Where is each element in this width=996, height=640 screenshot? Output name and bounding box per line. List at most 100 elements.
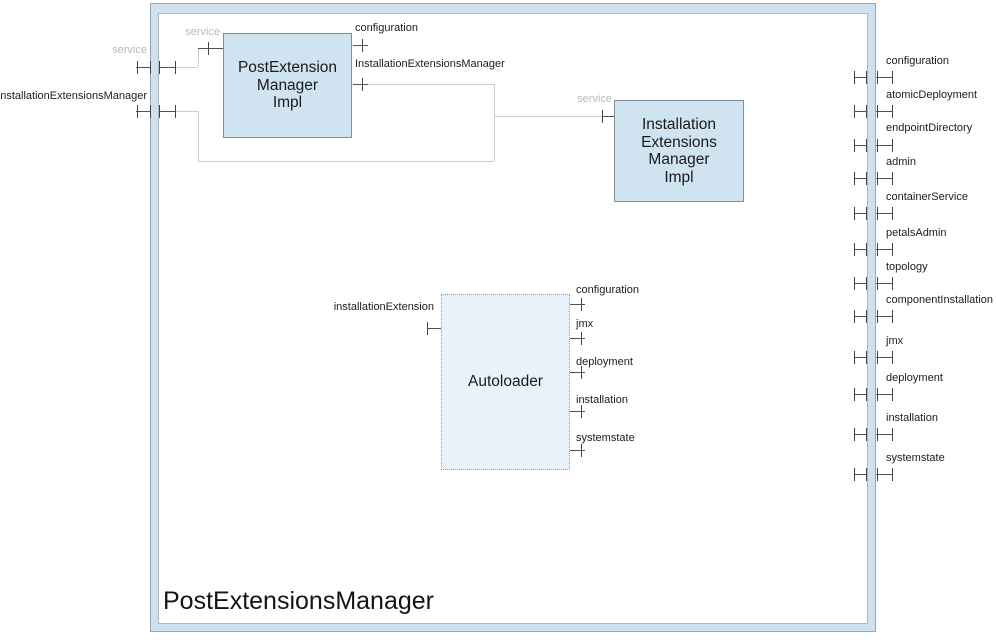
- port-line: [876, 144, 893, 146]
- port-tick: [865, 351, 867, 364]
- port-line: [876, 213, 893, 214]
- port-tick: [865, 105, 867, 118]
- port-tick: [892, 277, 893, 290]
- port-tick: [854, 138, 855, 152]
- wire-segment: [198, 111, 199, 161]
- port-tick: [136, 105, 138, 118]
- port-line: [876, 283, 893, 284]
- port-label-containerService: containerService: [886, 191, 968, 203]
- port-tick: [876, 310, 878, 323]
- port-tick: [865, 138, 867, 152]
- wire-segment: [175, 111, 198, 112]
- port-tick: [362, 77, 363, 91]
- wire-segment: [367, 83, 494, 85]
- port-tick: [892, 172, 893, 185]
- port-label-admin: admin: [886, 156, 916, 168]
- port-tick: [892, 105, 893, 118]
- port-label-deployment: deployment: [576, 356, 633, 368]
- port-line: [353, 44, 368, 46]
- port-label-jmx: jmx: [886, 335, 904, 347]
- component-label-line: Manager: [256, 76, 319, 94]
- port-line: [570, 338, 585, 339]
- component-label-line: Installation: [641, 116, 717, 133]
- port-line: [853, 434, 866, 435]
- port-tick: [854, 71, 855, 84]
- port-line: [158, 66, 176, 68]
- port-tick: [854, 207, 855, 220]
- port-tick: [892, 71, 893, 84]
- port-tick: [876, 71, 878, 84]
- port-tick: [892, 468, 893, 481]
- port-tick: [876, 172, 878, 185]
- port-tick: [876, 468, 878, 481]
- component-label-line: Autoloader: [468, 373, 543, 391]
- port-line: [136, 111, 151, 112]
- port-tick: [601, 110, 603, 123]
- port-label-componentInstallation: componentInstallation: [886, 294, 994, 306]
- port-tick: [865, 468, 867, 481]
- port-label-systemstate: systemstate: [886, 452, 945, 464]
- wire-segment: [198, 161, 494, 162]
- port-label-installation: installation: [886, 412, 938, 424]
- port-tick: [159, 105, 160, 118]
- port-line: [426, 327, 441, 329]
- wire-segment: [493, 83, 495, 161]
- port-tick: [175, 105, 176, 118]
- port-label-service: service: [185, 26, 220, 38]
- port-tick: [865, 172, 867, 185]
- port-tick: [854, 351, 855, 364]
- port-label-installation: installation: [576, 394, 628, 406]
- port-line: [853, 316, 866, 317]
- port-line: [853, 283, 866, 284]
- component-label-line: Impl: [272, 94, 303, 112]
- port-tick: [854, 310, 855, 323]
- port-tick: [159, 60, 160, 74]
- port-line: [876, 77, 893, 78]
- port-line: [853, 394, 866, 395]
- port-tick: [362, 38, 363, 52]
- port-line: [876, 357, 893, 358]
- port-line: [158, 111, 176, 112]
- port-tick: [854, 277, 855, 290]
- port-tick: [580, 366, 582, 379]
- port-line: [853, 357, 866, 358]
- port-line: [570, 450, 585, 451]
- component-label-line: Impl: [664, 168, 694, 186]
- wire-segment: [493, 116, 602, 117]
- port-label-InstallationExtensionsManager: InstallationExtensionsManager: [355, 58, 505, 70]
- port-line: [570, 304, 585, 305]
- component-label-line: Manager: [648, 151, 710, 168]
- port-label-systemstate: systemstate: [576, 432, 635, 444]
- port-line: [136, 66, 151, 68]
- port-tick: [876, 388, 878, 401]
- port-tick: [207, 41, 209, 55]
- port-tick: [854, 172, 855, 185]
- port-tick: [854, 105, 855, 118]
- port-tick: [892, 138, 893, 152]
- port-line: [853, 178, 866, 179]
- port-tick: [876, 351, 878, 364]
- port-tick: [580, 405, 582, 418]
- port-line: [570, 411, 585, 412]
- port-tick: [892, 310, 893, 323]
- port-tick: [892, 351, 893, 364]
- port-tick: [427, 321, 428, 335]
- port-tick: [876, 243, 878, 256]
- port-tick: [892, 428, 893, 441]
- port-label-installationExtensionsManager: installationExtensionsManager: [0, 90, 147, 102]
- port-tick: [876, 428, 878, 441]
- port-tick: [865, 277, 867, 290]
- port-line: [876, 434, 893, 435]
- port-line: [853, 77, 866, 78]
- port-line: [853, 213, 866, 214]
- port-tick: [865, 243, 867, 256]
- port-label-configuration: configuration: [576, 284, 639, 296]
- port-tick: [892, 243, 893, 256]
- port-tick: [854, 388, 855, 401]
- port-tick: [876, 277, 878, 290]
- port-label-topology: topology: [886, 261, 928, 273]
- port-tick: [854, 243, 855, 256]
